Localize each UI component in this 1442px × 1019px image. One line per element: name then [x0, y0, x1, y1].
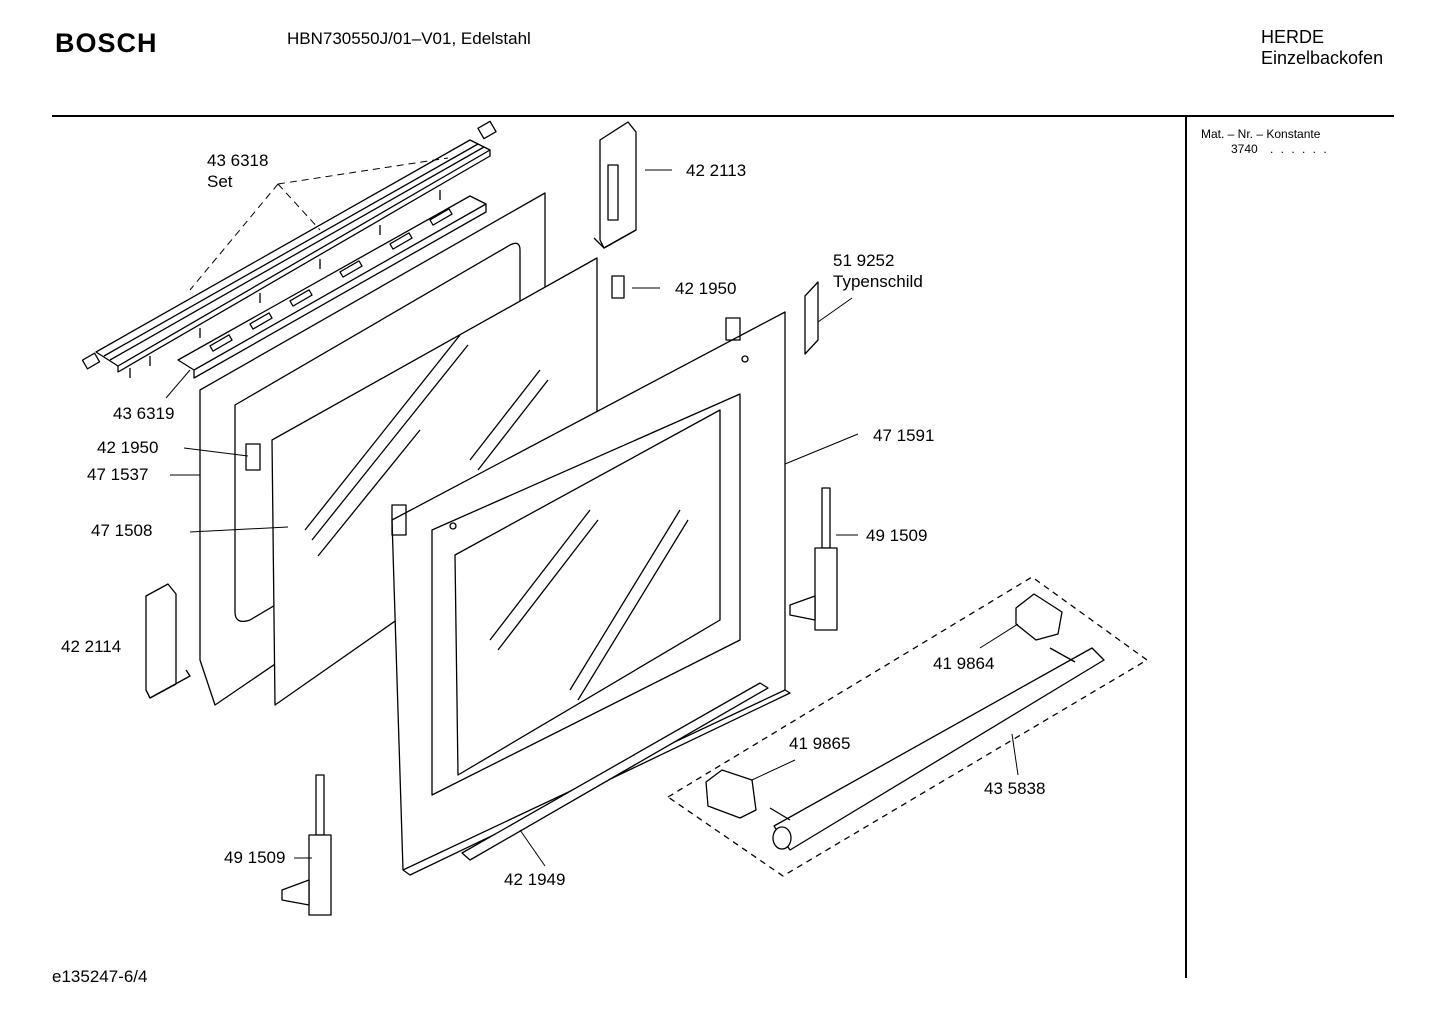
mat-nr-dots: . . . . . .: [1270, 142, 1329, 156]
door-seal-strip: [461, 682, 769, 861]
label-436318: 43 6318: [207, 151, 268, 170]
lower-rail-part: [177, 195, 487, 379]
clip-top: [611, 275, 625, 299]
category-line-2: Einzelbackofen: [1261, 48, 1384, 68]
top-rail-part: [81, 120, 497, 378]
label-419865: 41 9865: [789, 734, 850, 753]
header-divider: [52, 115, 1394, 117]
end-cap-top: [593, 121, 637, 249]
label-491509-bottom: 49 1509: [224, 848, 285, 867]
mat-nr-label: Mat. – Nr. – Konstante: [1201, 127, 1321, 141]
label-471508: 47 1508: [91, 521, 152, 540]
label-421950-top: 42 1950: [675, 279, 736, 298]
label-471591: 47 1591: [873, 426, 934, 445]
hinge-right: [789, 487, 838, 631]
label-typenschild: Typenschild: [833, 272, 923, 291]
handle-set-outline: [667, 576, 1148, 877]
label-421949: 42 1949: [504, 870, 565, 889]
label-422114: 42 2114: [61, 637, 121, 656]
category-line-1: HERDE: [1261, 27, 1325, 47]
label-436318-set: Set: [207, 172, 233, 191]
end-cap-bottom: [145, 583, 191, 699]
sidebar-divider: [1185, 117, 1187, 978]
document-id: e135247-6/4: [52, 967, 148, 986]
label-519252: 51 9252: [833, 251, 894, 270]
label-435838: 43 5838: [984, 779, 1045, 798]
label-436319: 43 6319: [113, 404, 174, 423]
brand-logo: BOSCH: [55, 28, 158, 58]
handle-endcap-left: [705, 769, 757, 819]
label-419864: 41 9864: [933, 654, 994, 673]
handle-bar: [769, 647, 1105, 851]
label-471537: 47 1537: [87, 465, 148, 484]
label-491509-right: 49 1509: [866, 526, 927, 545]
hinge-bottom: [281, 774, 332, 916]
label-421950-left: 42 1950: [97, 438, 158, 457]
part-labels: 43 6318 Set 42 2113 51 9252 Typenschild …: [61, 151, 1045, 889]
model-title: HBN730550J/01–V01, Edelstahl: [287, 29, 531, 48]
handle-endcap-right: [1015, 593, 1063, 641]
type-plate: [804, 281, 819, 355]
label-422113: 42 2113: [686, 161, 746, 180]
mat-nr-value: 3740: [1231, 142, 1258, 156]
clip-left: [245, 443, 261, 471]
leader-lines: [165, 157, 1019, 867]
